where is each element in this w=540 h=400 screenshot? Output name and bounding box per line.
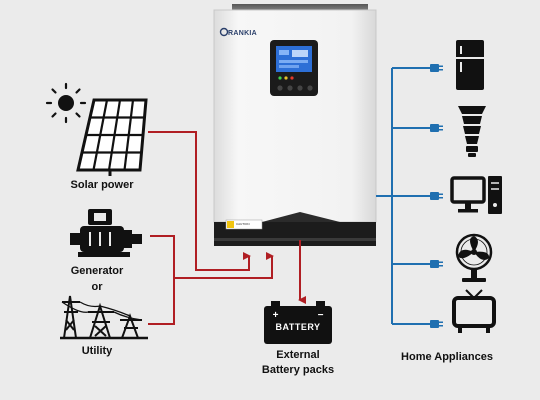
bulb-icon: [458, 106, 486, 157]
utility-label: Utility: [81, 345, 113, 357]
computer-icon: [450, 176, 502, 214]
control-button: [277, 85, 283, 91]
control-button: [307, 85, 313, 91]
input-wiring: [148, 131, 306, 325]
fridge-icon: [456, 40, 484, 90]
tv-icon: [452, 289, 496, 333]
solar-wire: [148, 131, 251, 271]
generator-icon: [70, 209, 142, 257]
plug-icon: [430, 64, 443, 72]
generator-label: Generator: [70, 265, 124, 277]
indicator-led: [290, 76, 294, 80]
indicator-led: [278, 76, 282, 80]
control-button: [287, 85, 293, 91]
plug-icon: [430, 320, 443, 328]
caution-sticker: [225, 219, 263, 230]
utility-wire: [148, 278, 175, 325]
inverter: [213, 4, 377, 246]
plug-icon: [430, 260, 443, 268]
solar-panel-icon: [76, 98, 148, 176]
battery-label-line1: External: [276, 349, 320, 361]
svg-text:−: −: [318, 310, 324, 321]
battery-icon-text: BATTERY: [275, 322, 321, 332]
indicator-led: [284, 76, 288, 80]
sun-icon: [45, 82, 87, 124]
output-plugs: [430, 64, 443, 328]
caution-label: CAUTION: [236, 222, 250, 226]
battery-icon: + −: [264, 301, 332, 344]
brand-logo-icon: [219, 27, 229, 37]
or-label: or: [91, 281, 103, 293]
plug-icon: [430, 124, 443, 132]
solar-power-label: Solar power: [70, 179, 134, 191]
fan-icon: [455, 233, 493, 282]
battery-label-line2: Battery packs: [261, 364, 335, 376]
control-button: [297, 85, 303, 91]
home-appliances-label: Home Appliances: [401, 351, 493, 363]
svg-text:+: +: [273, 310, 279, 321]
output-wiring: [376, 67, 432, 325]
inverter-top-bracket: [232, 4, 368, 12]
plug-icon: [430, 192, 443, 200]
utility-tower-icon: [60, 295, 148, 340]
brand-name: RANKIA: [228, 30, 258, 37]
lcd-screen: [276, 46, 312, 72]
